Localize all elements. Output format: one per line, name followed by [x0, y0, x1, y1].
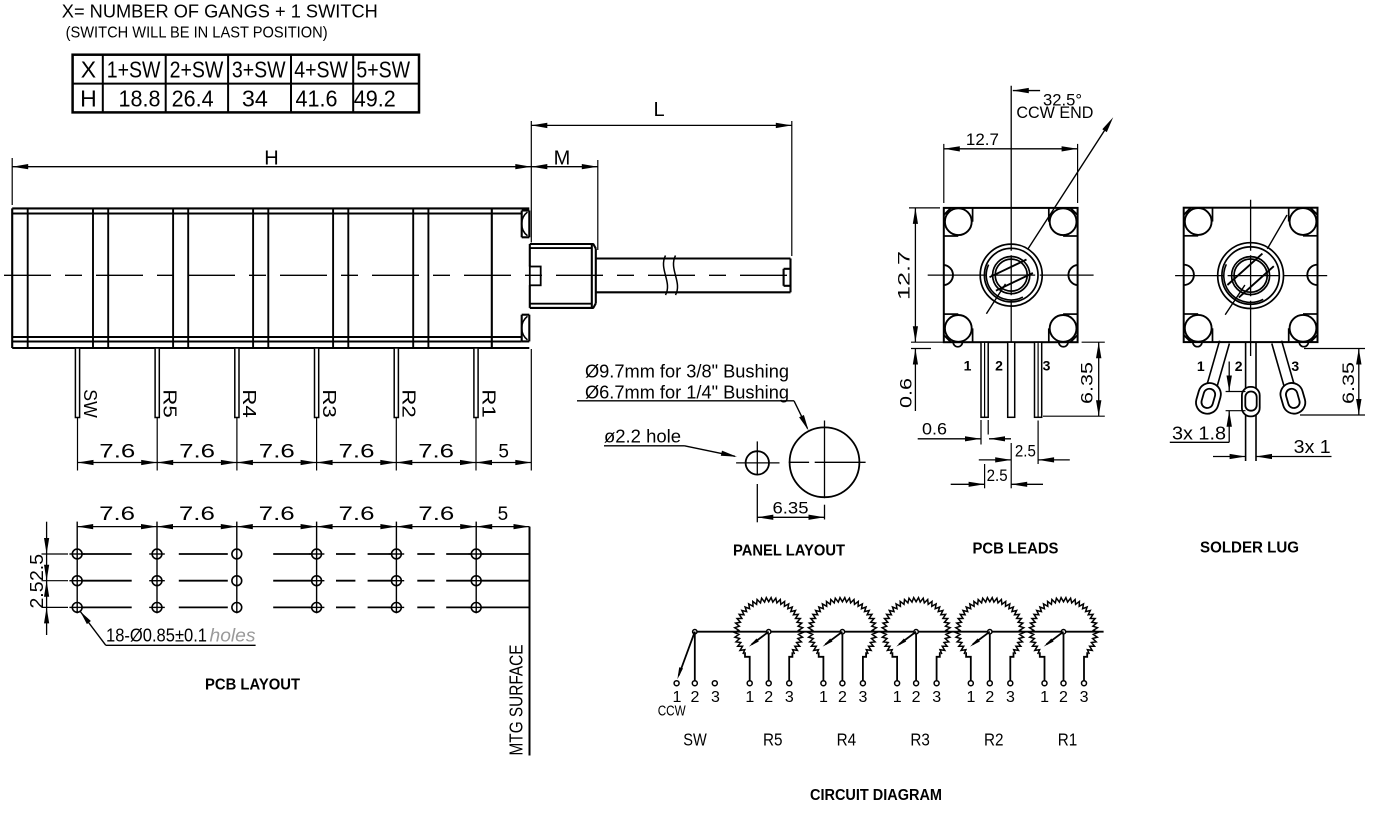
svg-text:PCB LEADS: PCB LEADS: [973, 540, 1059, 557]
svg-text:3: 3: [859, 689, 868, 706]
svg-text:CCW END: CCW END: [1016, 103, 1093, 122]
svg-text:0.6: 0.6: [922, 420, 947, 439]
svg-text:2: 2: [764, 689, 773, 706]
svg-text:6.35: 6.35: [773, 499, 809, 518]
svg-text:2: 2: [838, 689, 847, 706]
svg-text:L: L: [653, 99, 664, 121]
svg-text:2.5: 2.5: [27, 582, 47, 609]
svg-text:7.6: 7.6: [339, 504, 375, 525]
svg-text:18-Ø0.85±0.1: 18-Ø0.85±0.1: [106, 626, 207, 646]
svg-text:49.2: 49.2: [354, 85, 396, 111]
svg-text:3: 3: [932, 689, 941, 706]
svg-text:5: 5: [498, 442, 509, 463]
svg-text:holes: holes: [210, 626, 256, 646]
svg-text:1: 1: [1040, 689, 1049, 706]
svg-text:1: 1: [819, 689, 828, 706]
svg-text:SOLDER LUG: SOLDER LUG: [1200, 539, 1299, 556]
svg-text:R2: R2: [399, 389, 419, 418]
svg-text:M: M: [554, 148, 571, 170]
svg-text:2: 2: [912, 689, 921, 706]
svg-text:7.6: 7.6: [179, 442, 215, 463]
svg-text:MTG SURFACE: MTG SURFACE: [507, 645, 527, 756]
svg-text:PCB LAYOUT: PCB LAYOUT: [205, 676, 301, 693]
svg-text:2.5: 2.5: [987, 466, 1008, 485]
svg-text:CCW: CCW: [658, 704, 686, 720]
svg-text:3: 3: [1080, 689, 1089, 706]
svg-text:R5: R5: [160, 389, 180, 418]
svg-text:1: 1: [672, 689, 681, 706]
svg-text:ø2.2 hole: ø2.2 hole: [604, 427, 681, 447]
svg-text:41.6: 41.6: [296, 85, 338, 111]
svg-text:12.7: 12.7: [895, 251, 914, 300]
svg-text:5+SW: 5+SW: [356, 57, 410, 83]
svg-text:0.6: 0.6: [897, 378, 916, 408]
svg-text:SW: SW: [80, 389, 100, 418]
svg-text:12.7: 12.7: [966, 130, 999, 149]
svg-text:2: 2: [690, 689, 699, 706]
svg-text:7.6: 7.6: [339, 442, 375, 463]
svg-text:3+SW: 3+SW: [232, 57, 286, 83]
svg-text:7.6: 7.6: [99, 504, 135, 525]
svg-text:H: H: [264, 148, 278, 170]
svg-text:3: 3: [711, 689, 720, 706]
svg-text:2.5: 2.5: [1015, 442, 1036, 461]
svg-text:R3: R3: [319, 389, 339, 418]
svg-text:32.5°: 32.5°: [1043, 90, 1082, 109]
svg-text:1: 1: [745, 689, 754, 706]
svg-text:2: 2: [995, 357, 1003, 373]
svg-text:CIRCUIT DIAGRAM: CIRCUIT DIAGRAM: [810, 787, 942, 804]
svg-text:PANEL LAYOUT: PANEL LAYOUT: [733, 542, 846, 559]
svg-text:1: 1: [893, 689, 902, 706]
svg-text:1: 1: [966, 689, 975, 706]
svg-text:1: 1: [1197, 358, 1205, 374]
svg-text:7.6: 7.6: [259, 442, 295, 463]
svg-text:2: 2: [1235, 358, 1243, 374]
svg-text:X= NUMBER OF GANGS + 1 SWITCH: X= NUMBER OF GANGS + 1 SWITCH: [62, 2, 378, 22]
svg-text:6.35: 6.35: [1078, 362, 1097, 404]
svg-text:(SWITCH WILL BE IN LAST POSITI: (SWITCH WILL BE IN LAST POSITION): [66, 24, 328, 41]
svg-text:3: 3: [1006, 689, 1015, 706]
svg-text:7.6: 7.6: [418, 504, 454, 525]
svg-text:26.4: 26.4: [172, 85, 214, 111]
svg-text:2: 2: [1059, 689, 1068, 706]
svg-text:18.8: 18.8: [119, 85, 161, 111]
svg-text:Ø6.7mm for 1/4" Bushing: Ø6.7mm for 1/4" Bushing: [585, 383, 789, 403]
svg-text:7.6: 7.6: [418, 442, 454, 463]
svg-text:2: 2: [985, 689, 994, 706]
svg-text:3: 3: [785, 689, 794, 706]
svg-text:34: 34: [242, 85, 268, 111]
svg-text:R1: R1: [1058, 730, 1078, 750]
svg-text:1+SW: 1+SW: [107, 57, 161, 83]
svg-text:R3: R3: [910, 730, 930, 750]
svg-text:R1: R1: [478, 389, 498, 418]
svg-text:SW: SW: [683, 730, 707, 750]
svg-text:4+SW: 4+SW: [294, 57, 348, 83]
svg-text:5: 5: [498, 504, 509, 525]
svg-text:7.6: 7.6: [259, 504, 295, 525]
svg-text:H: H: [80, 85, 97, 111]
svg-text:X: X: [81, 57, 96, 83]
svg-text:R5: R5: [763, 730, 783, 750]
svg-text:1: 1: [964, 357, 972, 373]
svg-text:R4: R4: [837, 730, 857, 750]
svg-text:3: 3: [1291, 358, 1299, 374]
svg-text:7.6: 7.6: [179, 504, 215, 525]
svg-text:7.6: 7.6: [99, 442, 135, 463]
svg-text:3: 3: [1043, 357, 1051, 373]
svg-text:3x 1.8: 3x 1.8: [1172, 424, 1226, 444]
svg-text:3x 1: 3x 1: [1294, 437, 1331, 457]
svg-text:2.5: 2.5: [27, 554, 47, 581]
svg-text:R4: R4: [239, 389, 259, 418]
svg-text:6.35: 6.35: [1339, 362, 1358, 404]
svg-text:Ø9.7mm for 3/8" Bushing: Ø9.7mm for 3/8" Bushing: [585, 362, 789, 382]
svg-text:R2: R2: [984, 730, 1004, 750]
svg-text:2+SW: 2+SW: [170, 57, 224, 83]
